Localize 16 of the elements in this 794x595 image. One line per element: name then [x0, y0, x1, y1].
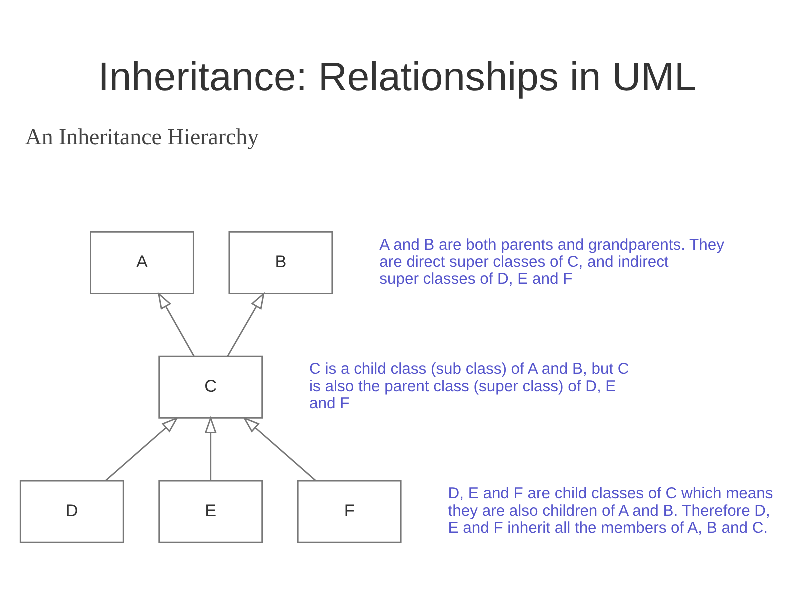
- arrow: [157, 292, 194, 356]
- arrow: [204, 416, 216, 480]
- label: An Inheritance Hierarchy: [24, 124, 259, 150]
- node-box: F: [296, 480, 402, 543]
- node-box: A: [90, 231, 194, 294]
- arrow: [242, 416, 316, 481]
- label: A and B are both parents and grandparents. They are direct super classes of C, and indirect super classes of D, E and F: [379, 236, 724, 288]
- diagram-title: Inheritance: Relationships in UML: [98, 54, 696, 99]
- node-box: E: [158, 480, 263, 543]
- arrow: [226, 292, 264, 356]
- node-box: C: [158, 355, 263, 418]
- node-box: D: [19, 480, 124, 543]
- arrow: [104, 416, 178, 481]
- label: C is a child class (sub class) of A and B, but C is also the parent class (super class) of D, E and F: [309, 360, 629, 412]
- label: D, E and F are child classes of C which means they are also children of A and B. Therefore D, E and F inherit all the members of A, B and C.: [448, 485, 773, 536]
- node-box: B: [228, 231, 333, 294]
